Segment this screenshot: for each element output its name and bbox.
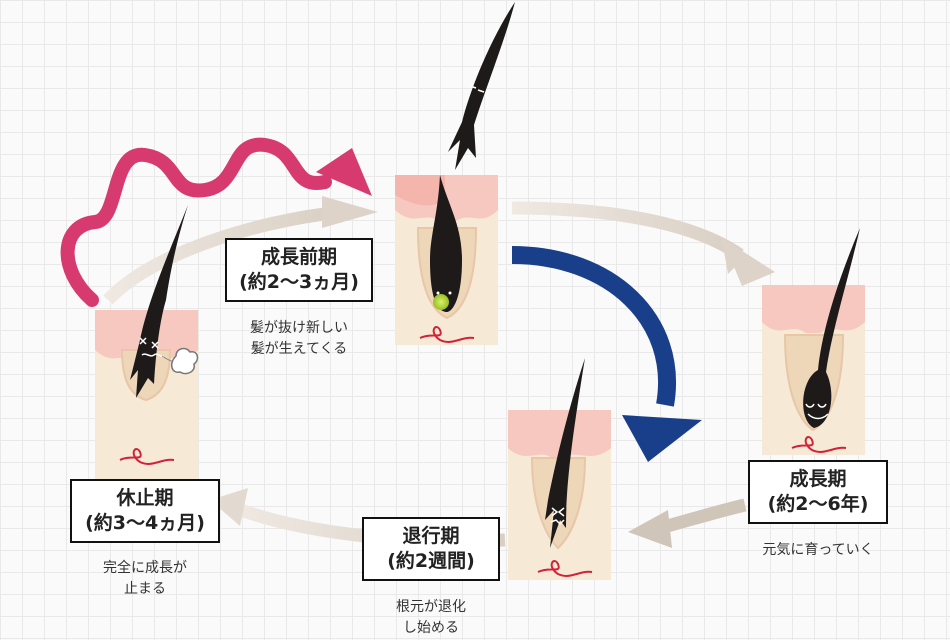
- caption-catagen: 根元が退化 し始める: [356, 597, 506, 639]
- caption-anagen-line-1: 元気に育っていく: [762, 542, 874, 558]
- caption-telogen: 完全に成長が 止まる: [70, 558, 220, 600]
- cycle-arrow-top-left: [103, 205, 341, 305]
- blue-arrow-head: [622, 415, 702, 462]
- follicle-catagen: [508, 358, 611, 580]
- pink-wavy-arrow-head: [316, 148, 372, 196]
- cycle-arrow-top-right-tip: [722, 238, 775, 286]
- blue-arrow: [511, 246, 676, 407]
- falling-hair-eye-left: [469, 85, 477, 89]
- falling-hair-icon: [448, 2, 515, 170]
- follicle-root-line: [419, 326, 475, 343]
- new-hair-bulb-icon: [433, 294, 449, 310]
- cycle-arrow-top-right: [511, 201, 744, 261]
- puff-cloud-icon: [170, 347, 199, 375]
- label-anagen-period: (約2〜6年): [767, 493, 869, 515]
- caption-telogen-line-2: 止まる: [124, 581, 166, 597]
- caption-anagen: 元気に育っていく: [738, 540, 898, 561]
- label-catagen: 退行期 (約2週間): [362, 517, 500, 581]
- follicle-telogen: [95, 205, 199, 480]
- cycle-arrow-bottom-right-head: [628, 510, 672, 548]
- follicle-anagen: [762, 228, 865, 455]
- follicle-anagen-early: [395, 175, 498, 345]
- label-anagen-title: 成長期: [789, 468, 847, 490]
- label-anagen: 成長期 (約2〜6年): [748, 460, 888, 524]
- label-telogen-title: 休止期: [116, 487, 174, 509]
- caption-telogen-line-1: 完全に成長が: [103, 560, 187, 576]
- label-catagen-period: (約2週間): [387, 550, 475, 572]
- cycle-arrow-top-left-head: [322, 196, 378, 228]
- label-anagen-early-period: (約2〜3ヵ月): [239, 271, 359, 293]
- label-anagen-early-title: 成長前期: [260, 246, 337, 268]
- caption-anagen-early: 髪が抜け新しい 髪が生えてくる: [218, 318, 380, 360]
- pink-wavy-arrow: [60, 137, 332, 307]
- falling-hair-eye-right: [477, 89, 485, 93]
- caption-anagen-early-line-2: 髪が生えてくる: [250, 341, 348, 357]
- caption-anagen-early-line-1: 髪が抜け新しい: [250, 320, 348, 336]
- cycle-arrow-bottom-right: [658, 498, 747, 535]
- label-anagen-early: 成長前期 (約2〜3ヵ月): [225, 238, 373, 302]
- label-telogen-period: (約3〜4ヵ月): [85, 512, 205, 534]
- caption-catagen-line-1: 根元が退化: [396, 599, 466, 615]
- label-telogen: 休止期 (約3〜4ヵ月): [70, 479, 220, 543]
- label-catagen-title: 退行期: [402, 525, 460, 547]
- caption-catagen-line-2: し始める: [403, 620, 459, 636]
